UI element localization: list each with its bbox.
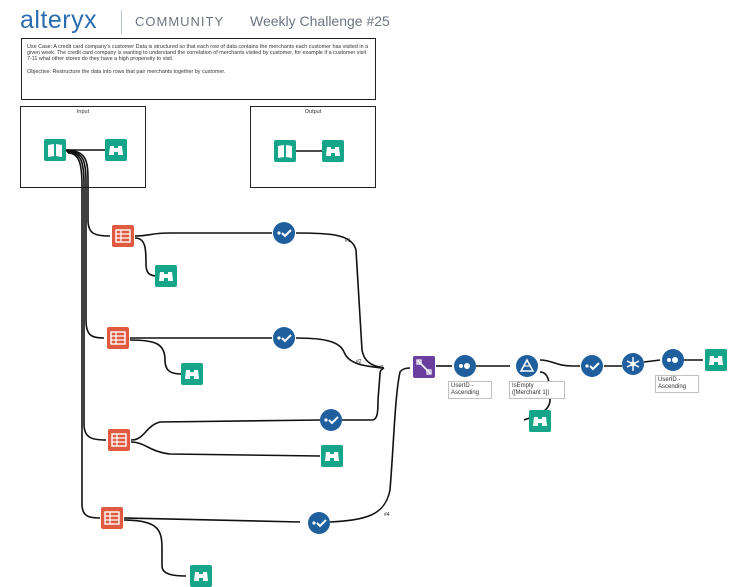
input-container-title: Input <box>76 109 90 115</box>
check-icon <box>273 327 295 349</box>
browse-tool-final[interactable] <box>705 349 727 371</box>
binoculars-icon <box>322 140 344 162</box>
binoculars-icon <box>105 139 127 161</box>
check-icon <box>320 409 342 431</box>
select-table-icon <box>107 327 129 349</box>
filter-tool[interactable] <box>516 355 538 377</box>
connection-name-2: #2 <box>356 359 362 365</box>
check-tool-2[interactable] <box>273 327 295 349</box>
binoculars-icon <box>321 445 343 467</box>
union-tool[interactable] <box>413 356 435 378</box>
use-case-text: Use Case: A credit card company's custom… <box>27 44 369 63</box>
alteryx-logo: alteryx <box>20 6 98 34</box>
browse-tool-2[interactable] <box>181 363 203 385</box>
description-box[interactable]: Use Case: A credit card company's custom… <box>21 38 376 100</box>
check-icon <box>308 512 330 534</box>
union-icon <box>413 356 435 378</box>
check-tool-4[interactable] <box>308 512 330 534</box>
connection-name-4: #4 <box>384 512 390 518</box>
output-container-title: Output <box>304 109 322 115</box>
select-tool-2[interactable] <box>107 327 129 349</box>
connection-name-1: #1 <box>345 238 351 244</box>
browse-tool-3[interactable] <box>321 445 343 467</box>
input-data-tool-output[interactable] <box>274 140 296 162</box>
select-tool-1[interactable] <box>112 225 134 247</box>
check-icon <box>273 222 295 244</box>
check-icon <box>581 355 603 377</box>
output-container[interactable]: Output <box>250 106 376 188</box>
header-divider <box>121 10 122 34</box>
input-data-tool[interactable] <box>44 139 66 161</box>
objective-text: Objective: Restructure the data into row… <box>27 68 226 75</box>
select-table-icon <box>101 507 123 529</box>
community-label: COMMUNITY <box>135 14 225 29</box>
select-tool-4[interactable] <box>101 507 123 529</box>
check-tool-1[interactable] <box>273 222 295 244</box>
browse-tool-1[interactable] <box>155 265 177 287</box>
formula-icon <box>622 353 644 375</box>
binoculars-icon <box>155 265 177 287</box>
sort-tool-1-annotation: UserID - Ascending <box>448 381 492 399</box>
binoculars-icon <box>181 363 203 385</box>
sort-tool-1[interactable] <box>454 355 476 377</box>
book-icon <box>44 139 66 161</box>
check-tool-5[interactable] <box>581 355 603 377</box>
select-table-icon <box>108 429 130 451</box>
binoculars-icon <box>705 349 727 371</box>
filter-icon <box>516 355 538 377</box>
connection-name-3: #3 <box>378 365 384 371</box>
sort-tool-2-annotation: UserID - Ascending <box>655 375 699 393</box>
sort-icon <box>454 355 476 377</box>
browse-tool-input[interactable] <box>105 139 127 161</box>
binoculars-icon <box>190 565 212 587</box>
binoculars-icon <box>529 410 551 432</box>
filter-tool-annotation: IsEmpty ([Merchant 1]) <box>509 381 565 399</box>
select-table-icon <box>112 225 134 247</box>
check-tool-3[interactable] <box>320 409 342 431</box>
book-icon <box>274 140 296 162</box>
formula-tool[interactable] <box>622 353 644 375</box>
browse-tool-4[interactable] <box>190 565 212 587</box>
challenge-title: Weekly Challenge #25 <box>250 13 390 29</box>
browse-tool-output[interactable] <box>322 140 344 162</box>
sort-tool-2[interactable] <box>662 349 684 371</box>
sort-icon <box>662 349 684 371</box>
browse-tool-filter[interactable] <box>529 410 551 432</box>
select-tool-3[interactable] <box>108 429 130 451</box>
